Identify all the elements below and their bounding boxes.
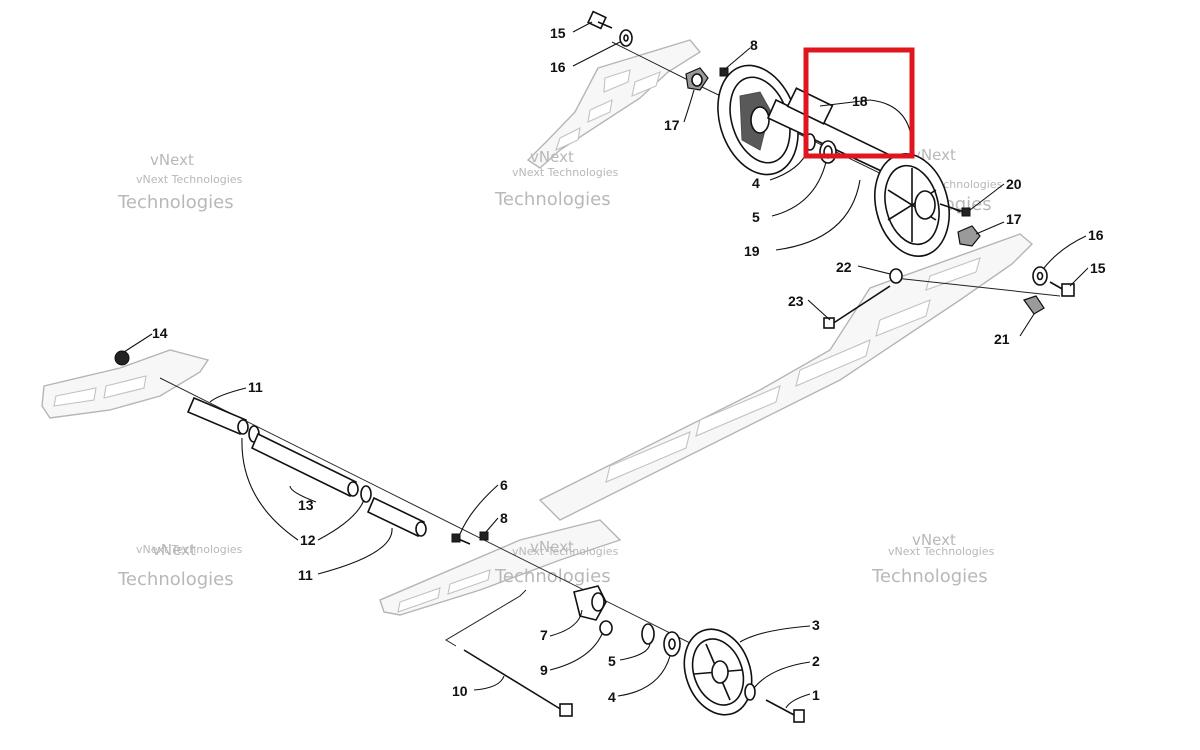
label-12: 12: [300, 532, 316, 548]
nut-8-upper: [719, 67, 729, 77]
tube-11-right: [366, 496, 427, 538]
svg-text:Technologies: Technologies: [494, 189, 611, 210]
label-18: 18: [852, 93, 868, 109]
label-4-lower: 4: [608, 689, 616, 705]
idler-wheel-upper-right: [874, 152, 950, 258]
axis-lower-shaft: [159, 377, 701, 649]
tube-13: [250, 432, 359, 498]
bolt-15-lower: [1049, 281, 1075, 297]
svg-text:vNext: vNext: [150, 151, 194, 169]
watermark-center-top: vNext vNext Technologies Technologies: [494, 148, 619, 210]
label-16-lower: 16: [1088, 227, 1104, 243]
label-11-left: 11: [248, 379, 263, 395]
label-19: 19: [744, 243, 760, 259]
nut-22: [889, 268, 903, 284]
washer-2: [744, 683, 756, 701]
bolt-6: [451, 533, 471, 545]
label-13: 13: [298, 497, 314, 513]
main-right-rail: [538, 233, 1034, 521]
leader-lines: [123, 21, 1089, 709]
svg-text:vNext: vNext: [152, 541, 196, 559]
block-21: [1023, 295, 1045, 315]
bolt-23: [823, 285, 891, 329]
label-15-upper: 15: [550, 25, 566, 41]
label-1: 1: [812, 687, 820, 703]
svg-text:Technologies: Technologies: [117, 192, 234, 213]
label-22: 22: [836, 259, 852, 275]
label-10: 10: [452, 683, 468, 699]
svg-text:vNext Technologies: vNext Technologies: [512, 166, 619, 179]
cap-17-upper: [685, 67, 709, 91]
svg-text:vNext: vNext: [530, 538, 574, 556]
svg-text:Technologies: Technologies: [117, 569, 234, 590]
label-21: 21: [994, 331, 1010, 347]
watermark-left-bottom: vNext vNext Technologies Technologies: [117, 541, 243, 590]
bearing-5-upper: [819, 140, 837, 164]
label-11-right: 11: [298, 567, 313, 583]
svg-text:vNext: vNext: [912, 531, 956, 549]
label-8-lower: 8: [500, 510, 508, 526]
watermark-center-bottom: vNext vNext Technologies Technologies: [494, 538, 619, 587]
label-5-upper: 5: [752, 209, 760, 225]
axis-jog: [445, 589, 527, 647]
label-9: 9: [540, 662, 548, 678]
washer-16-lower: [1032, 266, 1048, 286]
lower-left-rail: [41, 349, 210, 419]
highlight-box: [803, 47, 915, 159]
watermark-right-bottom: vNext vNext Technologies Technologies: [871, 531, 995, 587]
label-17-lower: 17: [1006, 211, 1022, 227]
svg-text:vNext Technologies: vNext Technologies: [136, 543, 243, 556]
label-15-lower: 15: [1090, 260, 1106, 276]
bolt-10: [463, 649, 573, 717]
label-16-upper: 16: [550, 59, 566, 75]
label-4-upper: 4: [752, 175, 760, 191]
label-14: 14: [152, 325, 168, 341]
idler-wheel-lower: [683, 628, 753, 716]
lower-right-rail: [379, 519, 622, 616]
label-20: 20: [1006, 176, 1022, 192]
svg-text:Technologies: Technologies: [871, 566, 988, 587]
bolt-1: [765, 699, 805, 723]
bolt-15-upper: [587, 10, 613, 30]
bearing-4-lower: [663, 631, 681, 657]
nut-8-lower: [479, 531, 489, 541]
watermark-left-top: vNext vNext Technologies Technologies: [117, 151, 243, 213]
bracket-7: [573, 585, 607, 621]
nut-9: [599, 620, 613, 636]
svg-text:Technologies: Technologies: [494, 566, 611, 587]
ring-5-lower: [641, 623, 655, 645]
label-5-lower: 5: [608, 653, 616, 669]
washer-16-upper: [619, 29, 633, 47]
label-7: 7: [540, 627, 548, 643]
ring-12-right: [360, 485, 372, 503]
svg-text:vNext Technologies: vNext Technologies: [136, 173, 243, 186]
cap-17-lower: [957, 225, 981, 247]
label-6: 6: [500, 477, 508, 493]
axis-rear-right: [894, 277, 1061, 297]
axis-upper-left: [611, 41, 701, 87]
svg-text:vNext Technologies: vNext Technologies: [512, 545, 619, 558]
bolt-20: [939, 203, 971, 217]
svg-text:vNext: vNext: [530, 148, 574, 166]
svg-text:vNext Technologies: vNext Technologies: [888, 545, 995, 558]
part-labels: 15 16 17 8 18 4 5 19 20 17 22 23 16 15 2…: [152, 25, 1106, 705]
label-23: 23: [788, 293, 804, 309]
label-2: 2: [812, 653, 820, 669]
label-3: 3: [812, 617, 820, 633]
nut-14: [114, 350, 130, 366]
label-17-upper: 17: [664, 117, 680, 133]
label-8-upper: 8: [750, 37, 758, 53]
tube-11-left: [186, 396, 249, 436]
idler-wheel-upper-left: [717, 64, 799, 176]
upper-left-rail: [526, 39, 702, 169]
